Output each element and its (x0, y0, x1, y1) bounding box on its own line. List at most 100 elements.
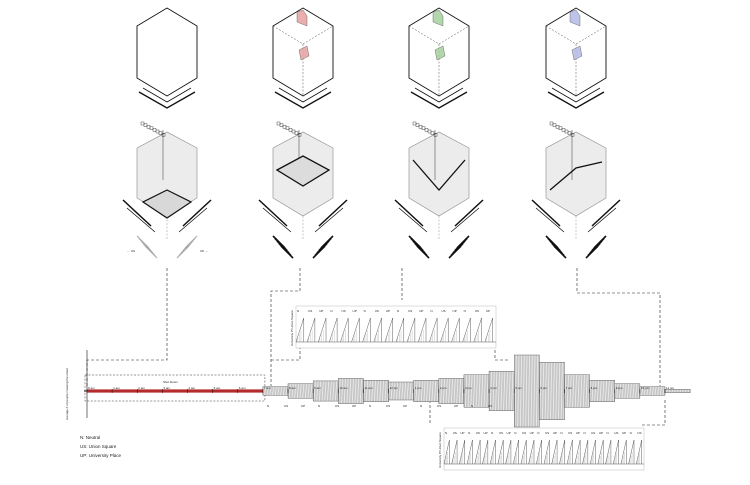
activity-hatch (476, 374, 478, 408)
prism-body (408, 131, 470, 217)
activity-band (589, 380, 615, 403)
inset-wave (551, 439, 558, 465)
activity-hatch (329, 380, 331, 402)
activity-hatch (509, 371, 511, 411)
activity-hatch (369, 380, 371, 402)
inset-wave (351, 317, 360, 343)
activity-hatch (565, 374, 568, 408)
activity-hatch (639, 386, 641, 396)
activity-hatch (434, 380, 436, 402)
activity-hatch (561, 362, 563, 420)
activity-hatch (384, 380, 386, 402)
activity-hatch (394, 381, 396, 401)
truss-segment (291, 129, 296, 134)
activity-hatch (540, 362, 542, 420)
inset-mode-label: US (308, 309, 312, 313)
inset-mode-label: UP (453, 309, 457, 313)
activity-hatch (577, 374, 579, 408)
activity-hatch (637, 383, 639, 399)
activity-hatch (597, 380, 599, 402)
activity-hatch (295, 383, 297, 399)
activity-hatch (518, 354, 520, 428)
activity-hatch (357, 378, 359, 404)
activity-hatch (684, 389, 686, 393)
activity-hatch (487, 374, 489, 408)
activity-hatch (676, 389, 678, 393)
inset-wave (440, 317, 449, 343)
activity-hatch (662, 386, 664, 396)
activity-hatch (493, 371, 495, 411)
inset-mode-label: US (522, 431, 526, 435)
activity-hatch (534, 354, 536, 428)
ramp (412, 159, 466, 191)
activity-hatch (291, 383, 293, 399)
activity-hatch (468, 374, 470, 408)
activity-hatch (567, 374, 569, 408)
activity-hatch (486, 374, 488, 408)
activity-hatch (431, 380, 433, 402)
truss-segment (294, 131, 299, 135)
activity-hatch (393, 381, 395, 401)
truss-segment (146, 124, 151, 129)
inset-mode-label: N (468, 431, 470, 435)
activity-hatch (531, 354, 533, 428)
activity-hatch (475, 374, 477, 408)
time-tick-label: 4 am (189, 386, 196, 390)
crosswalk-stripe (553, 245, 567, 259)
crosswalk-stripe (416, 245, 430, 259)
truss-segment (297, 132, 302, 137)
activity-hatch (413, 380, 415, 402)
activity-hatch (362, 378, 364, 404)
activity-hatch (572, 374, 574, 408)
cube-hidden-edges (272, 25, 334, 96)
activity-hatch (660, 386, 662, 396)
activity-hatch (588, 374, 590, 408)
activity-hatch (526, 354, 528, 428)
inset-mode-label: UP (507, 431, 511, 435)
inset-side-label: University Pl Union Square (290, 310, 294, 346)
legend-item-union-square: US: Union Square (80, 444, 117, 449)
activity-hatch (364, 380, 366, 402)
activity-hatch (481, 374, 483, 408)
activity-hatch (658, 386, 660, 396)
mode-label: N (369, 404, 371, 408)
activity-hatch (341, 378, 343, 404)
activity-hatch (322, 380, 324, 402)
truss-segment (558, 126, 563, 131)
inset-wave (536, 439, 542, 465)
activity-hatch (299, 383, 301, 399)
time-tick-label: 3 pm (465, 386, 472, 390)
activity-hatch (387, 380, 389, 402)
mode-label: UP (454, 404, 458, 408)
activity-hatch (641, 386, 643, 396)
activity-hatch (269, 386, 271, 396)
activity-hatch (495, 371, 497, 411)
truss-segment (152, 128, 157, 132)
inset-mode-label: N (364, 309, 366, 313)
activity-hatch (563, 362, 565, 420)
truss-segment (158, 131, 163, 135)
activity-hatch (520, 354, 522, 428)
activity-hatch (671, 389, 673, 393)
activity-hatch (342, 378, 345, 404)
activity-band (564, 374, 590, 408)
activity-hatch (621, 383, 623, 399)
inset-wave (484, 317, 493, 343)
activity-hatch (379, 380, 381, 402)
activity-hatch (515, 354, 517, 428)
truss-segment (424, 128, 429, 132)
activity-hatch (264, 386, 266, 396)
activity-hatch (484, 374, 486, 408)
corner-walls (122, 199, 212, 227)
corner-walls (126, 207, 208, 233)
inset-wave (406, 317, 416, 343)
mode-label: US (488, 404, 492, 408)
inset-frame (443, 427, 645, 471)
inset-frame (295, 305, 497, 349)
activity-hatch (463, 374, 465, 408)
activity-hatch (416, 380, 418, 402)
chevron-base (410, 91, 468, 109)
activity-hatch (674, 389, 676, 393)
inset-wave (628, 439, 635, 465)
